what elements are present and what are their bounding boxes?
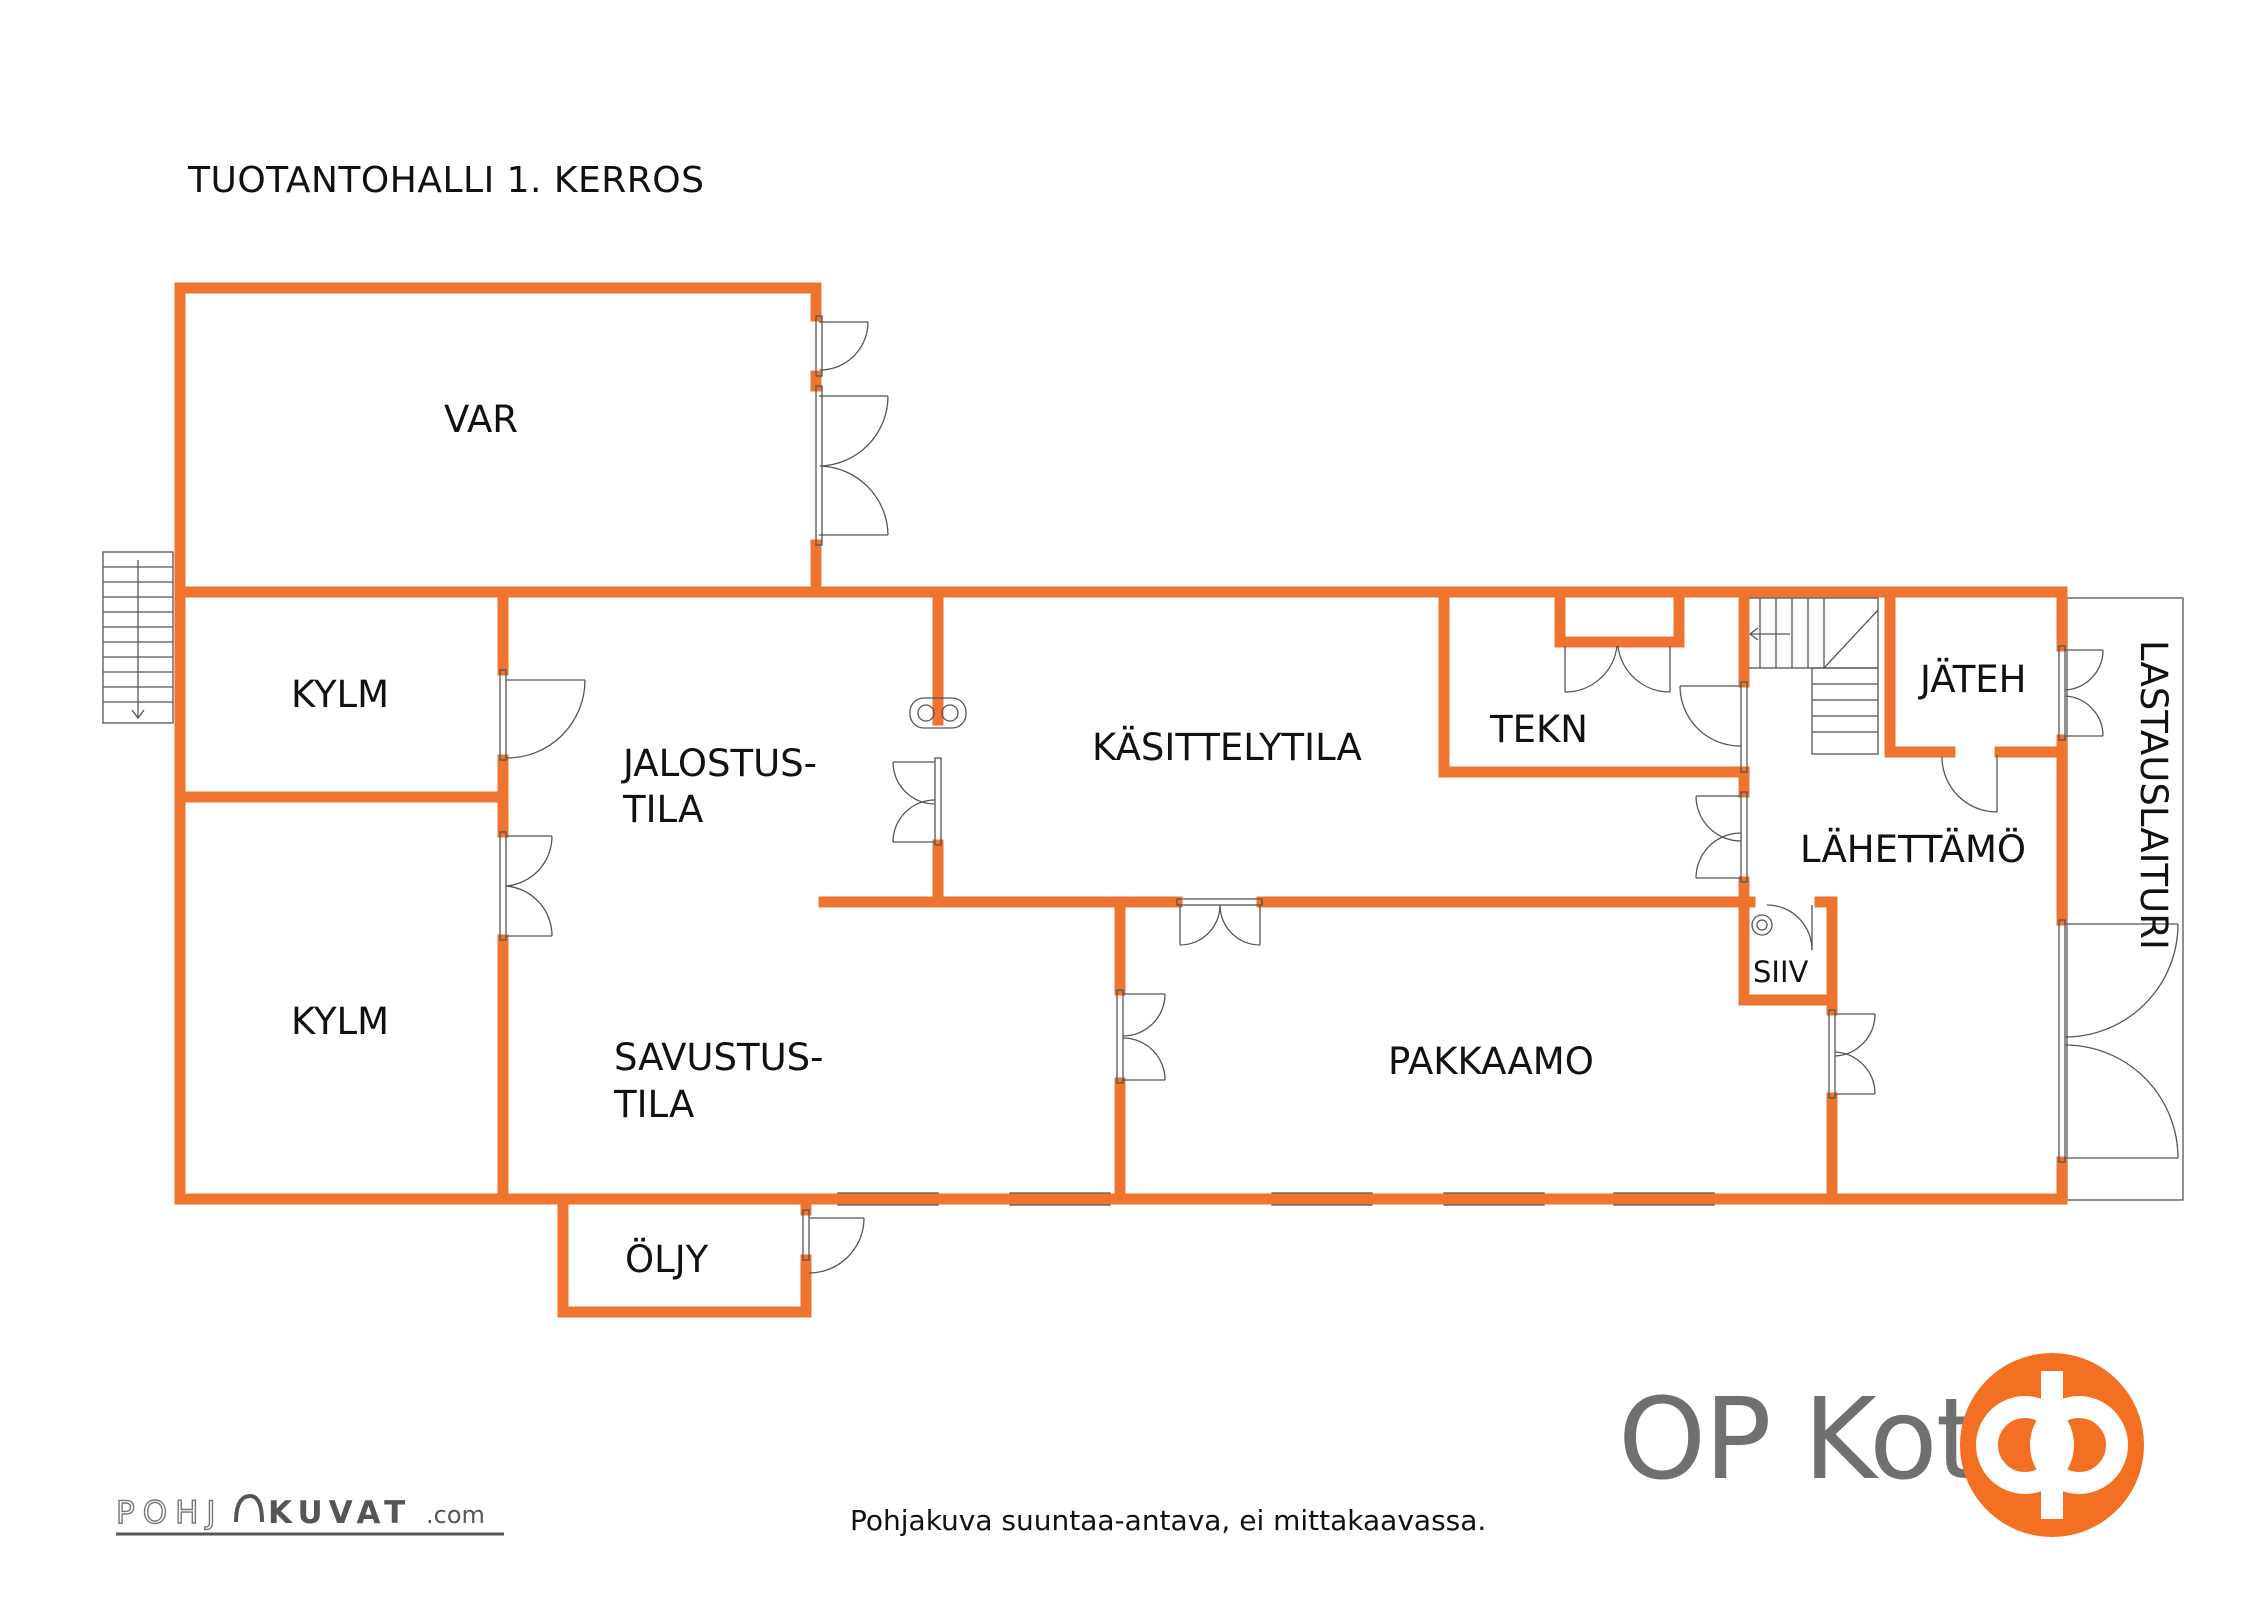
room-label-kasittelytila: KÄSITTELYTILA	[1092, 726, 1362, 769]
room-label-lahettamo: LÄHETTÄMÖ	[1800, 828, 2026, 871]
walls	[174, 282, 2068, 1318]
doors	[499, 315, 2179, 1274]
watermark-left: POHJ	[116, 1495, 224, 1531]
watermark-right: KUVAT	[268, 1495, 411, 1531]
room-label-tekn: TEKN	[1489, 708, 1588, 751]
disclaimer-note: Pohjakuva suuntaa-antava, ei mittakaavas…	[850, 1504, 1487, 1537]
room-label-oljy: ÖLJY	[625, 1238, 709, 1281]
room-label-pakkaamo: PAKKAAMO	[1388, 1040, 1594, 1083]
op-logo-icon	[1960, 1353, 2144, 1537]
room-label-kylm-top: KYLM	[291, 673, 389, 716]
room-label-kylm-bottom: KYLM	[291, 1000, 389, 1043]
room-label-siiv: SIIV	[1753, 955, 1809, 989]
room-label-savustus-2: TILA	[613, 1083, 694, 1126]
brand-name: OP Koti	[1618, 1375, 2009, 1505]
room-label-lastauslaituri: LASTAUSLAITURI	[2132, 640, 2175, 950]
room-label-var: VAR	[444, 398, 518, 441]
stairs-left-icon	[102, 551, 174, 724]
watermark-suffix: .com	[426, 1501, 485, 1529]
room-label-savustus-1: SAVUSTUS-	[614, 1036, 824, 1079]
room-label-jalostus-2: TILA	[622, 788, 703, 831]
room-label-jateh: JÄTEH	[1918, 658, 2027, 701]
pohjakuvat-logo: POHJ KUVAT .com	[115, 1493, 504, 1536]
plan-title: TUOTANTOHALLI 1. KERROS	[188, 160, 705, 201]
room-label-jalostus-1: JALOSTUS-	[621, 742, 817, 785]
stairs-inner-icon	[1743, 597, 1879, 755]
